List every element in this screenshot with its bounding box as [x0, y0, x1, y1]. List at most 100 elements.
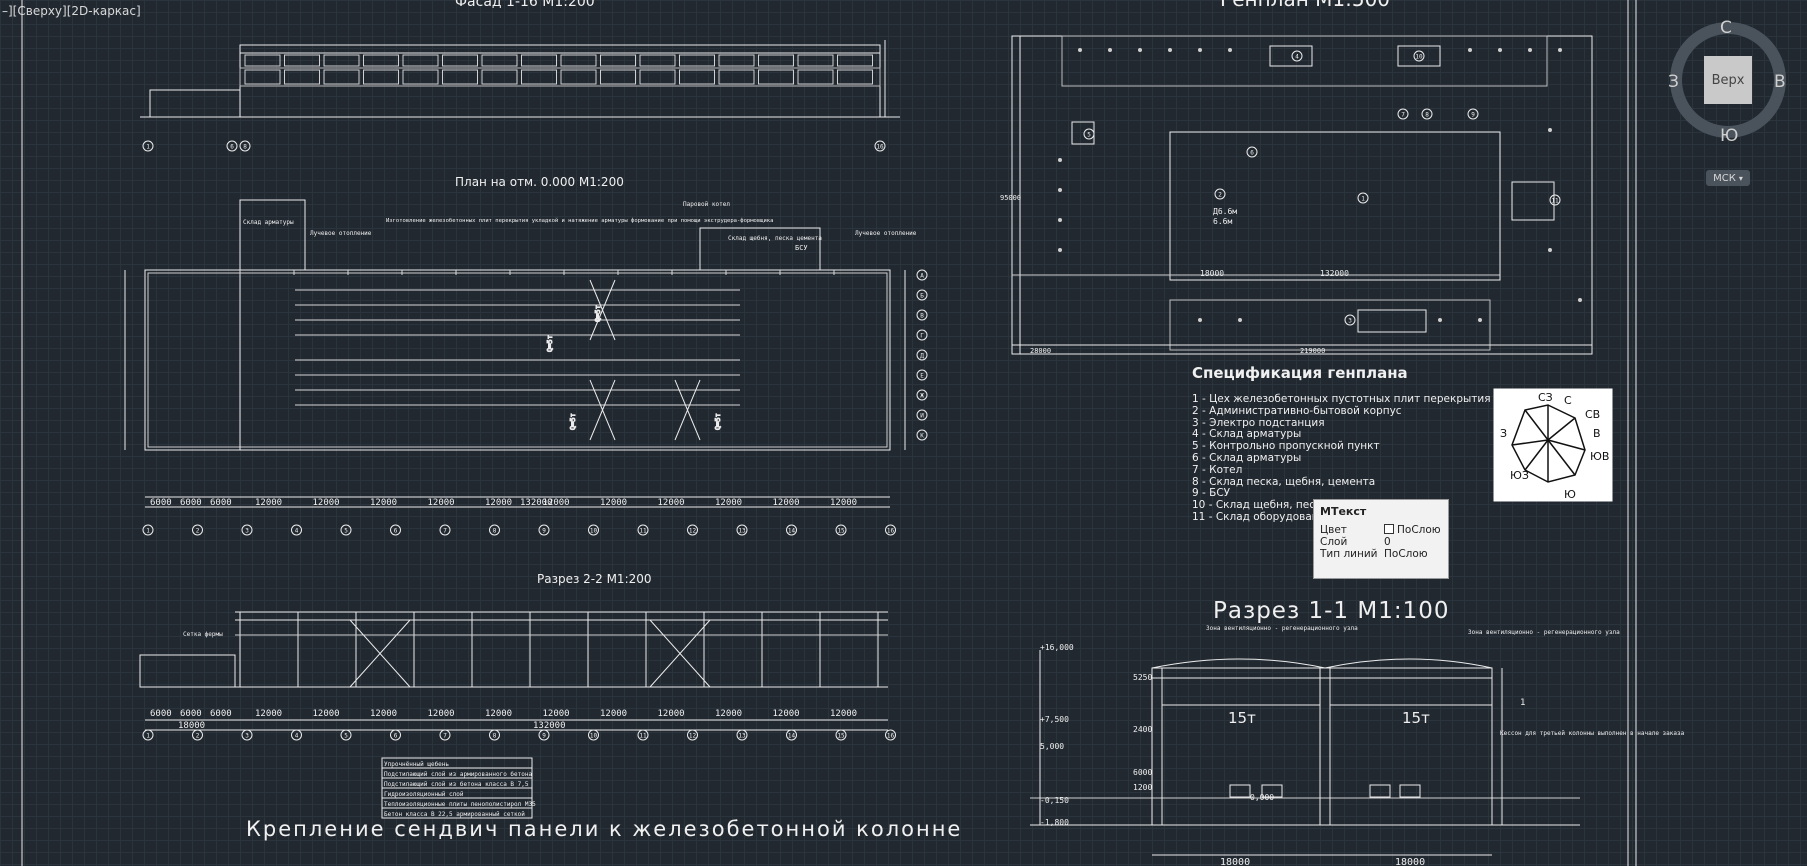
tree-marker — [1058, 188, 1062, 192]
chevron-down-icon: ▾ — [1738, 173, 1743, 183]
tree-marker — [1058, 218, 1062, 222]
axis-marker — [835, 729, 847, 741]
plan-bay-dim: 12000 — [255, 498, 282, 508]
section11-view[interactable] — [1030, 650, 1580, 856]
compass-W: З — [1500, 427, 1507, 440]
tooltip-row-color: Цвет ПоСлою — [1320, 524, 1442, 536]
axis-marker-label: 4 — [295, 733, 299, 740]
gp-radius2: 6.6м — [1213, 217, 1232, 226]
compass-NW: СЗ — [1538, 391, 1553, 404]
viewcube-west[interactable]: З — [1668, 72, 1679, 92]
compass-N: С — [1564, 394, 1572, 407]
tree-marker — [1058, 158, 1062, 162]
plan-bay-dim: 12000 — [658, 498, 685, 508]
plan-note: Изготовление железобетонных плит перекры… — [386, 217, 773, 224]
facade-view[interactable] — [140, 40, 900, 118]
axis-marker — [588, 729, 599, 741]
axis-marker — [489, 524, 500, 536]
gp-total-dim: 219000 — [1300, 347, 1325, 355]
compass-E: В — [1593, 427, 1601, 440]
tooltip-title: МТекст — [1320, 505, 1367, 518]
axis-marker-label: 10 — [590, 528, 598, 535]
plan-bay-dim: 12000 — [600, 498, 627, 508]
section22-view[interactable] — [139, 611, 888, 731]
tree-marker — [1138, 48, 1142, 52]
spec-item: 6 - Склад арматуры — [1192, 451, 1302, 464]
axis-marker — [192, 524, 203, 536]
axis-marker-label: 10 — [1415, 54, 1423, 61]
axis-marker-label: К — [920, 433, 924, 440]
plan-title: План на отм. 0.000 М1:200 — [455, 175, 624, 189]
viewcube-south[interactable]: Ю — [1720, 126, 1739, 146]
facade-window — [521, 69, 557, 85]
facade-window — [560, 69, 597, 85]
axis-marker-label: Г — [920, 333, 924, 340]
axis-marker-label: 10 — [590, 733, 598, 740]
axis-marker — [538, 729, 550, 741]
axis-marker-label: 8 — [493, 528, 497, 535]
viewcube[interactable]: Верх С Ю З В — [1668, 18, 1786, 146]
axis-marker-label: 6 — [1250, 150, 1254, 157]
viewcube-top-face[interactable]: Верх — [1704, 56, 1752, 104]
wcs-menu[interactable]: МСК▾ — [1706, 170, 1750, 186]
axis-marker — [538, 524, 550, 536]
legend-row: Упрочнённый щебень — [384, 761, 449, 768]
plan-label-rebar: Склад арматуры — [243, 219, 294, 226]
zone-left: Зона вентиляционно - регенерационного уз… — [1206, 625, 1358, 632]
section22-title: Разрез 2-2 М1:200 — [537, 572, 652, 586]
axis-marker — [142, 729, 154, 741]
plan-dim-2: 6000 — [180, 498, 202, 508]
axis-marker — [439, 729, 451, 741]
sec-bay-dim: 12000 — [658, 709, 685, 719]
axis-marker — [1083, 128, 1095, 140]
s11-dim-a: 5250 — [1133, 673, 1152, 682]
plan-view[interactable] — [124, 199, 906, 508]
crane-capacity-label: Q=5т — [569, 413, 577, 430]
axis-marker — [390, 729, 401, 741]
axis-marker-label: 2 — [1218, 192, 1222, 199]
facade-window — [560, 54, 597, 67]
axis-marker-label: 7 — [443, 733, 447, 740]
axis-marker — [874, 140, 886, 152]
axis-marker — [1214, 188, 1226, 200]
facade-window — [363, 69, 399, 85]
facade-window — [442, 69, 478, 85]
crane-capacity-label: Q=5т — [594, 305, 602, 322]
axis-marker-label: В — [920, 313, 924, 320]
spec-item: 2 - Административно-бытовой корпус — [1192, 404, 1402, 417]
spec-title: Спецификация генплана — [1192, 364, 1408, 382]
axis-marker-label: 5 — [344, 733, 348, 740]
tooltip-value-text: ПоСлою — [1397, 524, 1441, 536]
tree-marker — [1558, 48, 1562, 52]
legend-table[interactable] — [381, 757, 533, 819]
viewcube-north[interactable]: С — [1720, 18, 1732, 38]
axis-marker-label: 11 — [639, 528, 647, 535]
gp-radius: Д6.6м — [1213, 207, 1237, 216]
sec-sub-dim: 18000 — [178, 721, 205, 731]
axis-marker-label: 4 — [1295, 54, 1299, 61]
viewport-label[interactable]: –][Сверху][2D-каркас] — [2, 4, 141, 18]
genplan-view[interactable] — [1011, 35, 1593, 355]
legend-row: Подстилающий слой из армированного бетон… — [384, 771, 532, 778]
crane-right: 15т — [1402, 709, 1430, 727]
axis-marker — [916, 329, 928, 341]
wcs-label: МСК — [1713, 172, 1736, 184]
axis-marker-label: 3 — [245, 733, 249, 740]
axis-marker-label: 16 — [876, 144, 884, 151]
axis-marker-label: 13 — [738, 528, 746, 535]
facade-window — [323, 54, 360, 67]
sec-dim-1: 6000 — [150, 709, 172, 719]
genplan-specification[interactable]: Спецификация генплана 1 - Цех железобето… — [1192, 364, 1491, 524]
legend-row: Бетон класса В 22,5 армированный сеткой — [384, 811, 525, 818]
axis-marker-label: 12 — [689, 528, 697, 535]
color-swatch-icon — [1384, 524, 1394, 534]
viewcube-east[interactable]: В — [1774, 72, 1786, 92]
facade-window — [758, 69, 794, 85]
axis-marker-label: 6 — [394, 733, 398, 740]
plan-dim-1: 6000 — [150, 498, 172, 508]
axis-marker — [340, 524, 352, 536]
tooltip-value: ПоСлою — [1384, 548, 1428, 560]
plan-label-sand: Склад щебня, песка цемента — [728, 235, 822, 242]
axis-marker — [916, 289, 928, 301]
